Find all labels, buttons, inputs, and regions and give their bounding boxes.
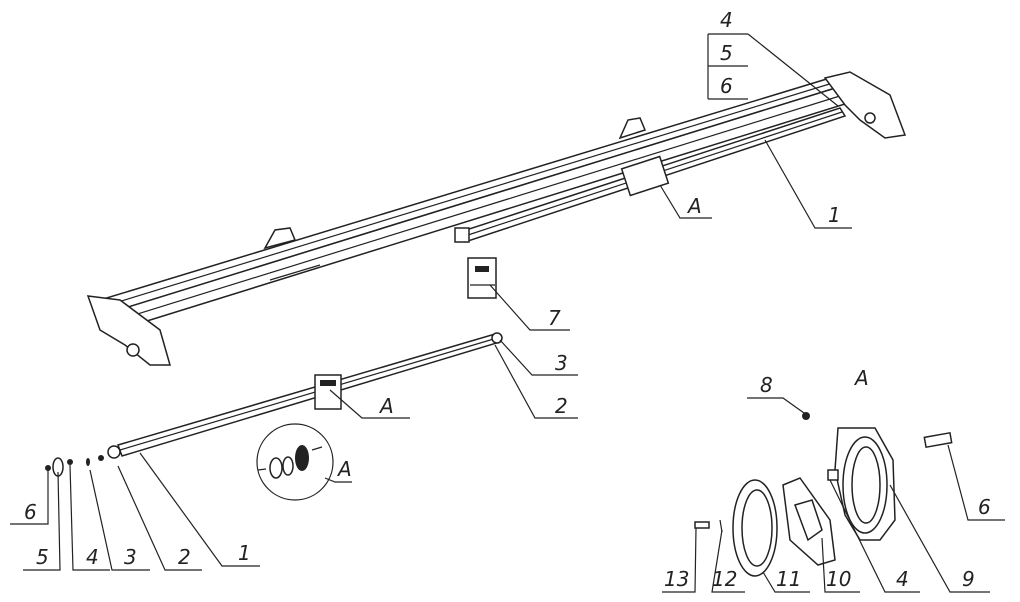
callout-shaft-A: A — [378, 394, 394, 418]
callout-upper-A: A — [686, 194, 702, 218]
callout-shaft-2: 2 — [555, 394, 568, 418]
detail-A-parts — [694, 412, 953, 577]
part-7-bracket — [467, 257, 497, 299]
callout-upper-1: 1 — [828, 203, 841, 227]
callout-bl-1: 1 — [238, 541, 251, 565]
callout-top-4: 4 — [720, 8, 733, 32]
callout-top-5: 5 — [720, 41, 733, 65]
callout-bl-6: 6 — [24, 500, 37, 524]
small-parts-left — [45, 455, 104, 477]
callout-bl-5: 5 — [36, 545, 49, 569]
callout-d-11: 11 — [776, 567, 801, 591]
callout-d-12: 12 — [712, 567, 737, 591]
callout-circle-A: A — [336, 457, 352, 481]
detail-heading: A — [853, 366, 869, 390]
callout-d-9: 9 — [962, 567, 975, 591]
callout-d-13: 13 — [664, 567, 689, 591]
callout-d-6: 6 — [978, 495, 991, 519]
callouts: 4 5 6 1 A 7 3 2 A A 6 5 4 3 2 1 A 8 6 — [10, 8, 1005, 593]
callout-upper-7: 7 — [548, 306, 561, 330]
callout-bl-4: 4 — [86, 545, 99, 569]
callout-d-10: 10 — [826, 567, 851, 591]
upper-shaft — [454, 107, 847, 243]
callout-bl-2: 2 — [178, 545, 191, 569]
callout-top-6: 6 — [720, 74, 733, 98]
callout-d-4: 4 — [896, 567, 909, 591]
callout-d-8: 8 — [760, 373, 773, 397]
callout-shaft-3: 3 — [555, 351, 568, 375]
lower-shaft — [107, 332, 503, 459]
callout-bl-3: 3 — [124, 545, 137, 569]
frame-beam — [86, 71, 907, 366]
detail-circle-A — [256, 423, 334, 501]
